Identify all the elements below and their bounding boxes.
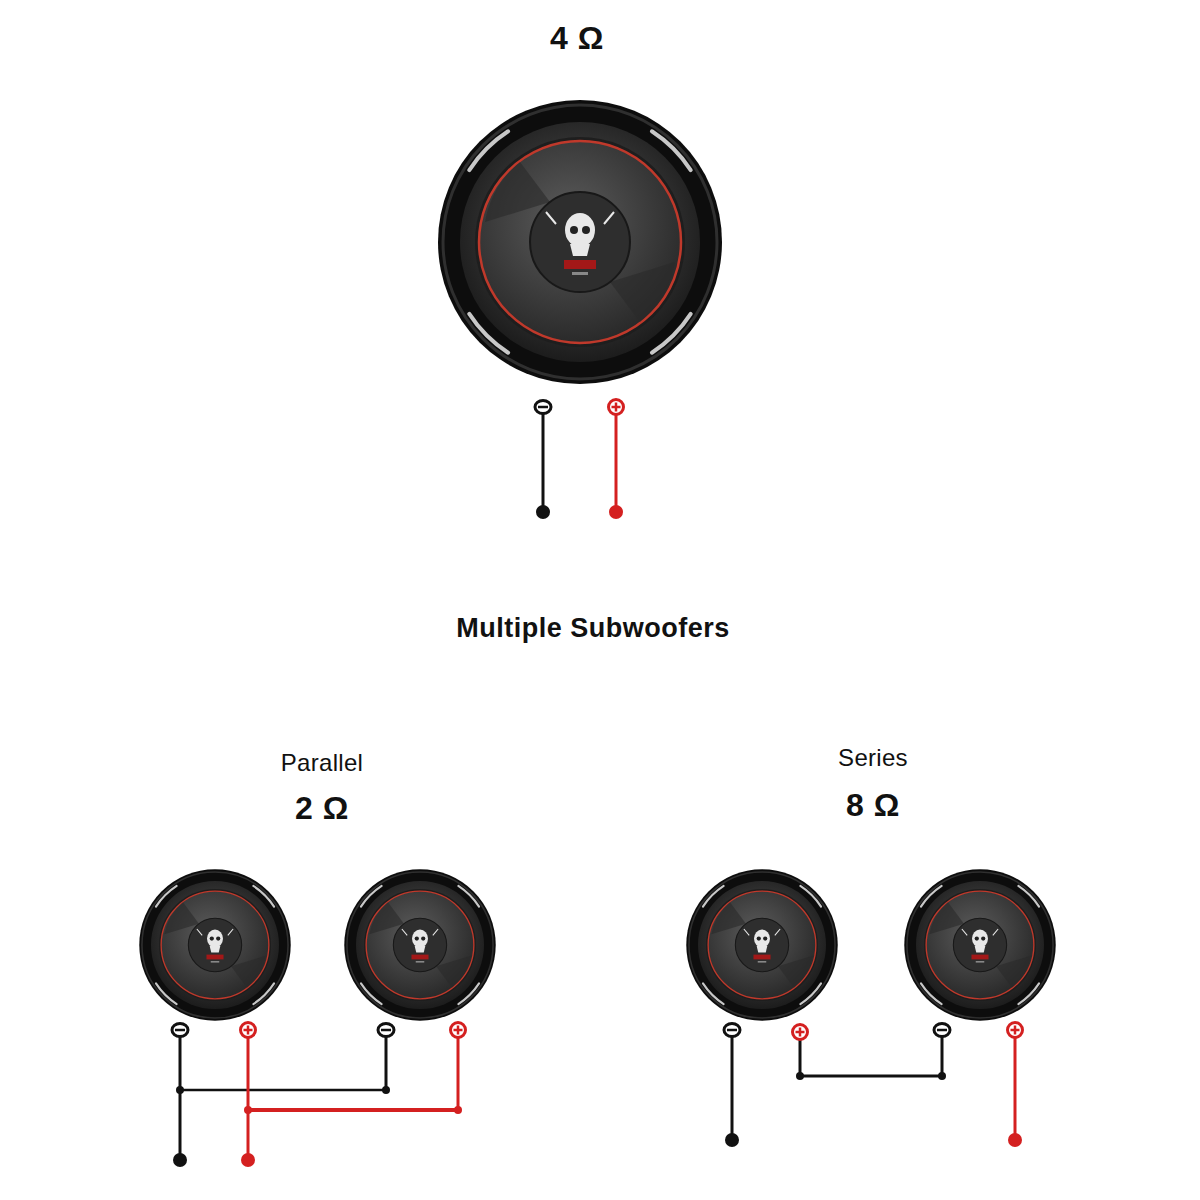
series-wiring (686, 869, 1055, 1147)
impedance-label: 2 Ω (295, 790, 349, 827)
single-subwoofer (438, 100, 722, 519)
impedance-label: 4 Ω (550, 20, 604, 57)
impedance-label: 8 Ω (846, 787, 900, 824)
parallel-wiring (139, 869, 495, 1167)
section-heading: Multiple Subwoofers (456, 613, 730, 644)
wiring-mode-label: Parallel (281, 749, 363, 777)
wiring-mode-label: Series (838, 744, 908, 772)
